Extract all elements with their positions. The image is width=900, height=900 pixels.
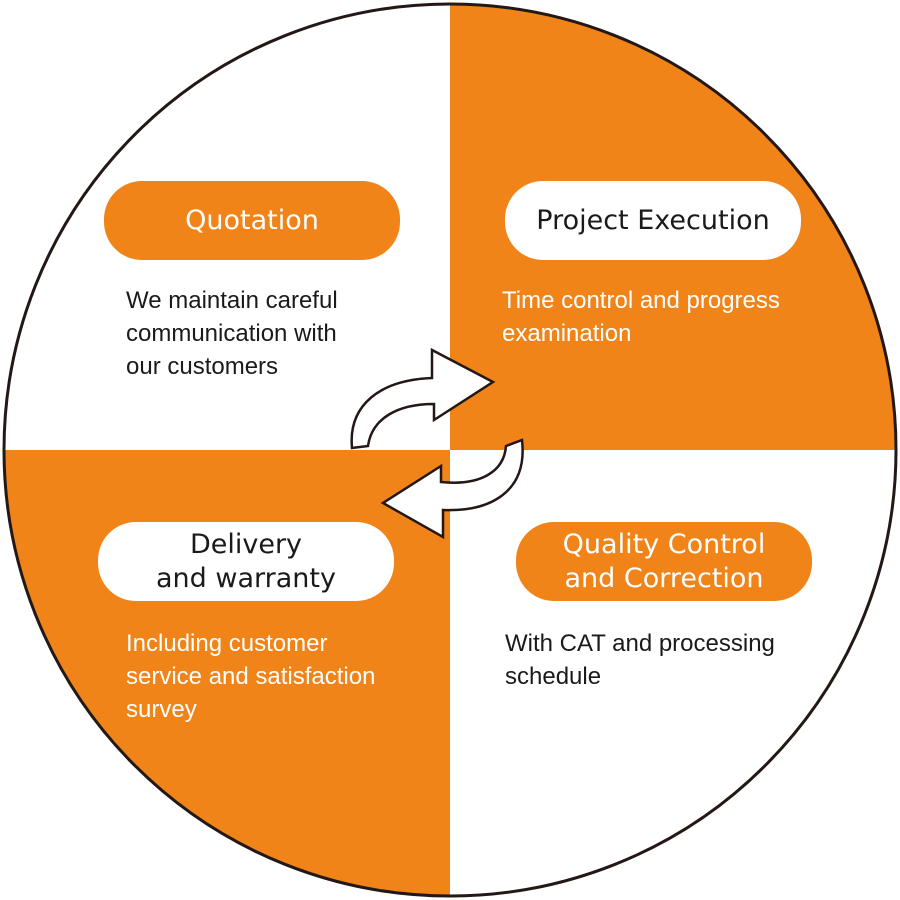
- delivery-title-line2: and warranty: [156, 562, 336, 594]
- quality-control-title-pill: Quality Control and Correction: [516, 522, 812, 601]
- quotation-title-pill: Quotation: [104, 181, 400, 260]
- quality-control-description: With CAT and processing schedule: [505, 630, 775, 690]
- project-execution-title-pill: Project Execution: [505, 181, 801, 260]
- quality-control-title-line2: and Correction: [564, 562, 764, 594]
- delivery-description: Including customer service and satisfact…: [126, 630, 376, 723]
- quality-control-title-line1: Quality Control: [562, 528, 766, 560]
- quotation-title: Quotation: [185, 204, 319, 236]
- curved-arrow-left-icon: [380, 438, 524, 540]
- project-execution-title: Project Execution: [536, 204, 770, 236]
- quotation-description: We maintain careful communication with o…: [126, 287, 338, 380]
- delivery-title-line1: Delivery: [189, 528, 303, 560]
- delivery-title-pill: Delivery and warranty: [98, 522, 394, 601]
- curved-arrow-right-icon: [350, 347, 496, 450]
- project-execution-description: Time control and progress examination: [502, 287, 780, 347]
